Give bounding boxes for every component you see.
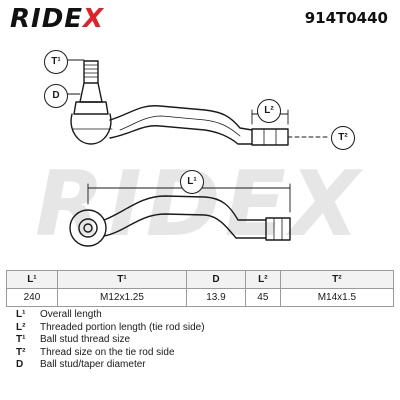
arm-bottom-edge [109,125,253,145]
table-cell: 13.9 [186,288,246,307]
callout-t2: T² [331,126,355,150]
table-cell: 45 [244,288,281,307]
brand-x: X [83,4,105,34]
legend-key: D [16,359,24,370]
callout-t1: T¹ [44,50,68,74]
tie-rod-end-drawing [63,59,331,247]
table-header-cell: L¹ [6,270,58,289]
legend-item: T¹ Ball stud thread size [16,334,205,347]
top-view [69,195,291,247]
legend-key: T² [16,346,26,358]
technical-drawing: RIDEX [0,34,400,270]
top-threaded-end [265,217,291,241]
arm-top-edge [109,105,253,131]
table-header-cell: T¹ [56,270,188,289]
legend-text: Threaded portion length (tie rod side) [40,321,205,333]
legend-text: Ball stud thread size [40,334,131,345]
callout-l2: L² [257,99,281,123]
legend-text: Ball stud/taper diameter [40,359,146,370]
legend-key: L¹ [16,309,26,320]
table-header-row: L¹ T¹ D L² T² [6,270,395,289]
eye-outer [69,209,107,247]
legend: L¹ Overall length L² Threaded portion leng… [16,309,205,372]
table-cell: M14x1.5 [279,288,395,307]
dimensions-table: L¹ T¹ D L² T² 240 M12x1.25 13.9 45 M14x1… [6,270,395,307]
callout-d: D [44,84,68,108]
legend-key: T¹ [16,334,26,345]
stud-collar [73,101,109,115]
legend-item: D Ball stud/taper diameter [16,359,205,372]
header: RIDEX 914T0440 [0,0,400,34]
top-arm-lower [103,213,267,239]
watermark: RIDEX [35,152,364,257]
table-cell: 240 [6,288,58,307]
table-header-cell: D [186,270,246,289]
side-threaded-end [251,128,289,146]
callout-l1: L¹ [180,170,204,194]
legend-text: Overall length [40,309,102,320]
legend-text: Thread size on the tie rod side [40,346,175,358]
table-row: 240 M12x1.25 13.9 45 M14x1.5 [6,288,395,307]
ball-housing [70,113,112,145]
legend-item: L² Threaded portion length (tie rod side) [16,322,205,335]
table-header-cell: L² [244,270,281,289]
stud-taper [79,82,103,103]
brand-logo: RIDEX [10,4,104,34]
stud-thread [83,60,99,84]
top-arm-upper [103,195,267,221]
brand-text: RIDE [10,4,84,34]
legend-key: L² [16,321,26,333]
table-cell: M12x1.25 [56,288,188,307]
legend-item: T² Thread size on the tie rod side [16,347,205,360]
legend-item: L¹ Overall length [16,309,205,322]
table-header-cell: T² [279,270,395,289]
part-number: 914T0440 [304,9,388,27]
eye-inner [78,218,98,238]
side-view [70,60,289,146]
